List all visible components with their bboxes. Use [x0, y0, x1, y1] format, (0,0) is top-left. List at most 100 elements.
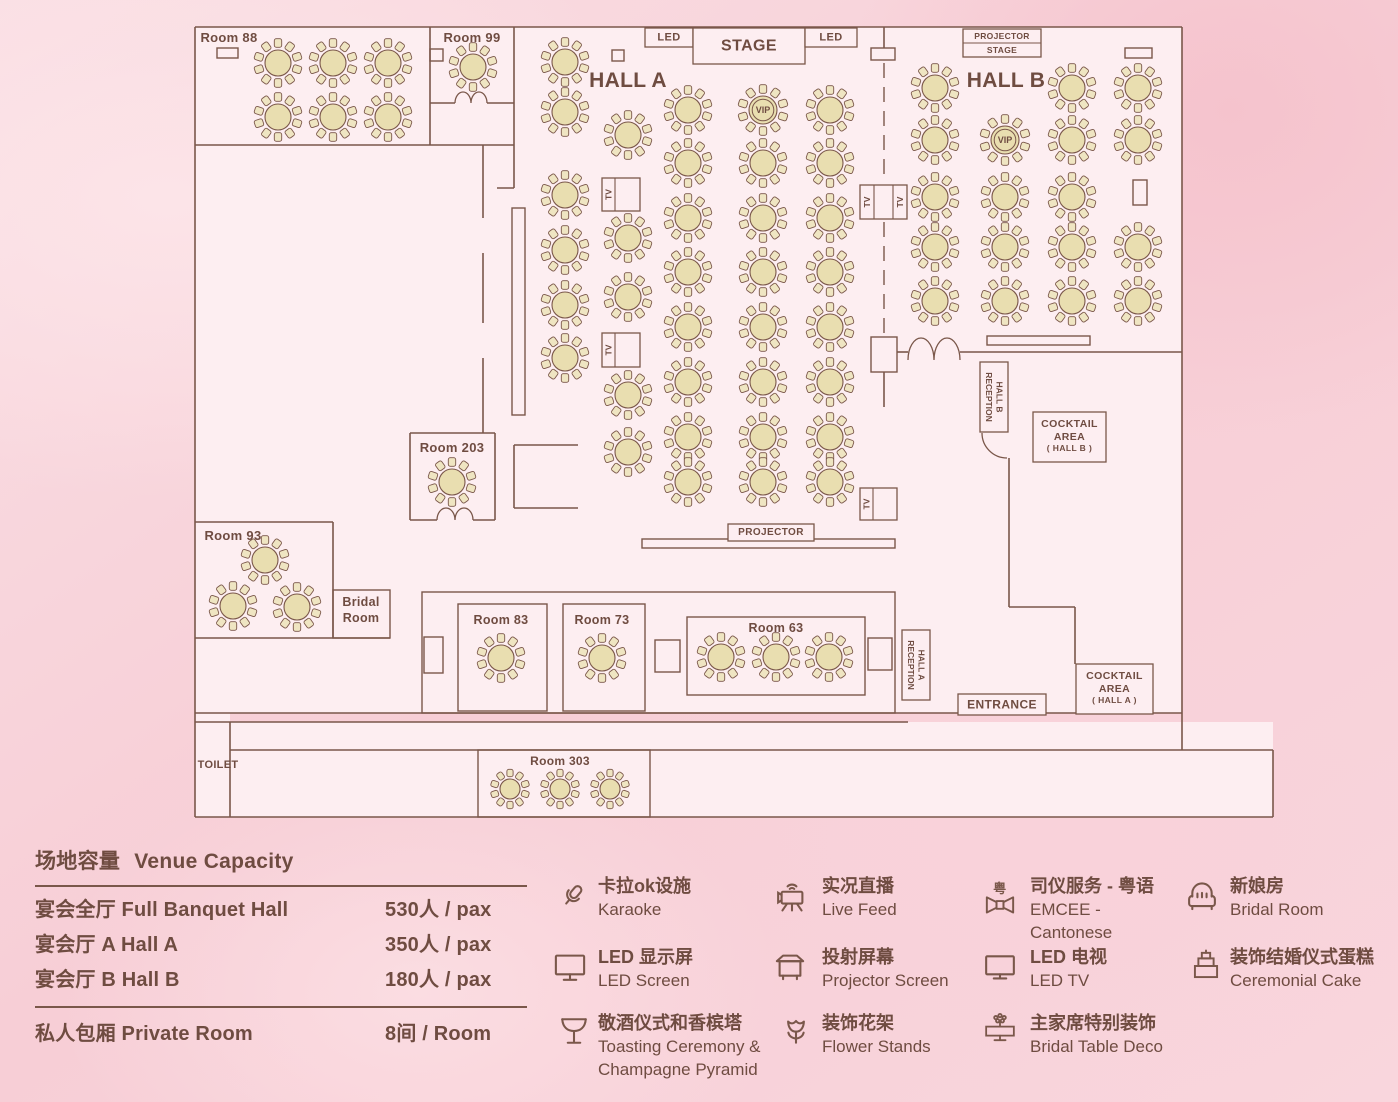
entrance-frame	[957, 693, 1047, 716]
chair	[261, 95, 272, 107]
room88-cabinet	[216, 47, 239, 59]
chair	[1055, 118, 1066, 130]
chair	[663, 164, 675, 174]
tv-label: TV	[895, 196, 905, 207]
banquet-table	[577, 633, 627, 683]
chair	[948, 290, 960, 300]
chair	[1151, 141, 1163, 151]
table-top	[816, 468, 844, 496]
chair	[371, 41, 382, 53]
banquet-table	[603, 110, 653, 160]
chair	[560, 373, 570, 383]
chair	[776, 483, 788, 493]
chair	[910, 302, 922, 312]
banquet-table	[696, 632, 746, 682]
chair	[843, 371, 855, 381]
chair	[813, 415, 824, 427]
chair	[1047, 198, 1059, 208]
chair	[825, 397, 835, 407]
banquet-table	[804, 632, 854, 682]
table-top	[219, 592, 247, 620]
chair	[701, 273, 713, 283]
banquet-table	[663, 138, 713, 188]
chair	[701, 99, 713, 109]
chair	[842, 658, 854, 668]
chair	[261, 41, 272, 53]
chair	[683, 497, 693, 507]
chair	[701, 207, 713, 217]
chair	[1055, 175, 1066, 187]
chair	[1085, 302, 1097, 312]
emcee-bowtie-icon: 粤	[982, 880, 1018, 916]
legend-zh: 装饰花架	[822, 1013, 894, 1033]
chair	[603, 239, 615, 249]
chair	[738, 152, 750, 162]
door-swing	[907, 337, 961, 361]
chair	[1000, 222, 1010, 232]
chair	[759, 635, 770, 647]
chair	[694, 228, 705, 240]
chair	[941, 66, 952, 78]
tv-label: TV	[862, 196, 872, 207]
chair	[836, 120, 847, 132]
chair	[769, 305, 780, 317]
banquet-table	[910, 222, 960, 272]
chair	[1078, 66, 1089, 78]
chair	[671, 337, 682, 349]
chair	[825, 233, 835, 243]
stage: STAGE	[692, 27, 806, 65]
legend-zh: LED 电视	[1030, 947, 1108, 967]
legend-en: Karaoke	[598, 900, 662, 919]
chair	[825, 178, 835, 188]
chair	[843, 111, 855, 121]
projector-screen-icon	[772, 948, 808, 984]
chair	[1085, 89, 1097, 99]
chair	[1151, 129, 1163, 139]
table-top	[438, 468, 466, 496]
chair	[694, 173, 705, 185]
chair	[813, 337, 824, 349]
chair	[548, 260, 559, 272]
chair	[804, 658, 816, 668]
chair	[789, 658, 801, 668]
chair	[836, 88, 847, 100]
table-top	[749, 313, 777, 341]
vip-ring	[751, 98, 775, 122]
chair	[758, 247, 768, 257]
chair	[769, 415, 780, 427]
chair	[980, 198, 992, 208]
chair	[948, 129, 960, 139]
chair	[571, 173, 582, 185]
chair	[671, 360, 682, 372]
chair	[1151, 89, 1163, 99]
chair	[603, 441, 615, 451]
chair	[836, 447, 847, 459]
legend-zh: 装饰结婚仪式蛋糕	[1230, 947, 1374, 967]
banquet-table	[738, 357, 788, 407]
chair	[758, 397, 768, 407]
chair	[805, 99, 817, 109]
chair	[634, 373, 645, 385]
chair	[738, 383, 750, 393]
banquet-table	[603, 427, 653, 477]
chair	[540, 196, 552, 206]
chair	[1055, 207, 1066, 219]
chair	[641, 239, 653, 249]
chair	[843, 207, 855, 217]
chair	[328, 78, 338, 88]
banquet-table	[738, 412, 788, 462]
banquet-table	[253, 38, 303, 88]
room-63-box	[686, 616, 866, 696]
chair	[1000, 276, 1010, 286]
chair	[615, 659, 627, 669]
chair	[603, 227, 615, 237]
chair	[490, 789, 500, 798]
tv-label: TV	[604, 344, 614, 355]
banquet-table	[603, 213, 653, 263]
legend-zh: 实况直播	[822, 876, 894, 896]
chair	[663, 328, 675, 338]
chair	[1133, 262, 1143, 272]
banquet-table	[738, 302, 788, 352]
chair	[694, 415, 705, 427]
